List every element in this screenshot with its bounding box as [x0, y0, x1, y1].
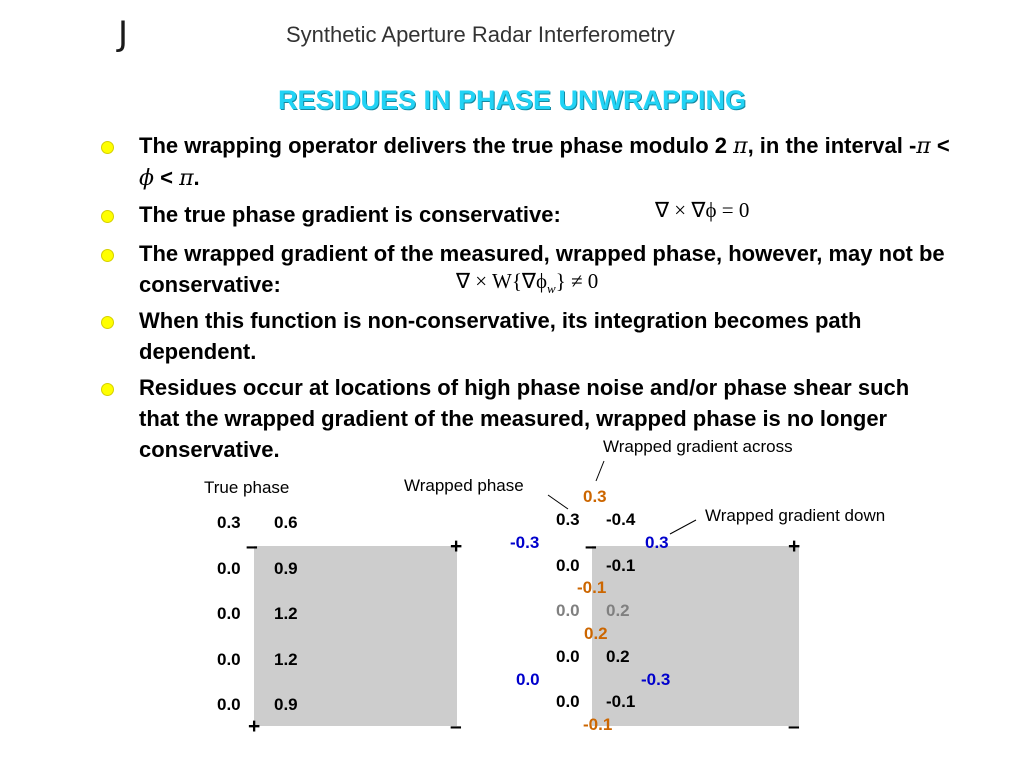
phi-symbol: ϕ: [139, 166, 154, 191]
wrapped-phase-value: 0.0: [556, 692, 580, 711]
down-gradient-value: -0.3: [641, 670, 671, 689]
bullet-text-part: The wrapped gradient of the measured, wr…: [139, 241, 945, 297]
formula-end: } ≠ 0: [555, 269, 599, 293]
bullet-text-part: The true phase gradient is conservative:: [139, 202, 561, 227]
wrapped-curl-formula: ∇ × W{∇ϕw} ≠ 0: [456, 266, 598, 304]
header-title: Synthetic Aperture Radar Interferometry: [286, 22, 675, 47]
true-phase-value: 1.2: [274, 604, 298, 623]
wrapped-phase-label: Wrapped phase: [404, 476, 524, 495]
bullet-text-part: .: [193, 165, 200, 190]
residue-sign-plus: +: [248, 715, 261, 738]
down-gradient-value: -0.3: [510, 533, 540, 552]
bullet-text: The wrapping operator delivers the true …: [139, 130, 959, 194]
down-gradient-value: 0.3: [645, 533, 669, 552]
true-phase-value: 0.0: [217, 650, 241, 669]
wrapped-phase-value: 0.0: [556, 556, 580, 575]
true-phase-grid: [254, 546, 457, 726]
pi-symbol: π: [733, 134, 748, 159]
wrapped-phase-grid: [592, 546, 799, 726]
bullet-text-part: Residues occur at locations of high phas…: [139, 375, 910, 462]
residue-sign-minus: –: [788, 715, 800, 738]
pi-symbol: π: [916, 134, 931, 159]
formula-subscript: w: [547, 281, 556, 297]
true-phase-value: 0.9: [274, 695, 298, 714]
leader-line: [595, 460, 605, 482]
true-phase-value: 0.3: [217, 513, 241, 532]
wrapped-phase-value: -0.1: [606, 692, 636, 711]
across-gradient-value: -0.1: [583, 715, 613, 734]
residue-sign-minus: –: [450, 715, 462, 738]
bullet-dot-icon: [101, 383, 114, 396]
leader-line: [669, 519, 697, 535]
wrapped-phase-value: 0.2: [606, 601, 630, 620]
bullet-text: When this function is non-conservative, …: [139, 305, 959, 367]
bullet-dot-icon: [101, 141, 114, 154]
across-gradient-value: 0.2: [584, 624, 608, 643]
bullet-text-part: , in the interval -: [747, 133, 917, 158]
wrapped-phase-value: 0.2: [606, 647, 630, 666]
bullet-dot-icon: [101, 249, 114, 262]
true-phase-value: 0.0: [217, 559, 241, 578]
logo: J: [118, 14, 129, 54]
true-phase-value: 0.9: [274, 559, 298, 578]
bullet-text-part: The wrapping operator delivers the true …: [139, 133, 734, 158]
bullet-dot-icon: [101, 210, 114, 223]
wrapped-phase-value: 0.0: [556, 601, 580, 620]
slide-title: RESIDUES IN PHASE UNWRAPPING: [277, 85, 747, 115]
residue-sign-minus: –: [246, 535, 258, 558]
bullet-text-part: <: [930, 133, 950, 158]
true-phase-value: 0.6: [274, 513, 298, 532]
bullet-dot-icon: [101, 316, 114, 329]
down-gradient-value: 0.0: [516, 670, 540, 689]
bullet-text: The true phase gradient is conservative:: [139, 199, 959, 230]
true-phase-value: 0.0: [217, 604, 241, 623]
bullet-text: Residues occur at locations of high phas…: [139, 372, 929, 465]
wrapped-phase-value: 0.0: [556, 647, 580, 666]
wrapped-phase-value: -0.4: [606, 510, 636, 529]
across-gradient-value: 0.3: [583, 487, 607, 506]
curl-gradient-formula: ∇ × ∇ϕ = 0: [655, 198, 750, 222]
residue-sign-plus: +: [788, 535, 801, 558]
wrapped-gradient-down-label: Wrapped gradient down: [705, 506, 886, 525]
wrapped-phase-value: 0.3: [556, 510, 580, 529]
true-phase-label: True phase: [204, 478, 290, 497]
bullet-text: The wrapped gradient of the measured, wr…: [139, 238, 959, 300]
across-gradient-value: -0.1: [577, 578, 607, 597]
wrapped-phase-value: -0.1: [606, 556, 636, 575]
bullet-text-part: <: [154, 165, 180, 190]
true-phase-value: 0.0: [217, 695, 241, 714]
leader-line: [547, 494, 569, 510]
residue-sign-minus: –: [585, 535, 597, 558]
formula-main: ∇ × W{∇ϕ: [456, 269, 548, 293]
pi-symbol: π: [179, 166, 194, 191]
residue-sign-plus: +: [450, 535, 463, 558]
bullet-text-part: When this function is non-conservative, …: [139, 308, 862, 364]
true-phase-value: 1.2: [274, 650, 298, 669]
wrapped-gradient-across-label: Wrapped gradient across: [603, 437, 793, 456]
